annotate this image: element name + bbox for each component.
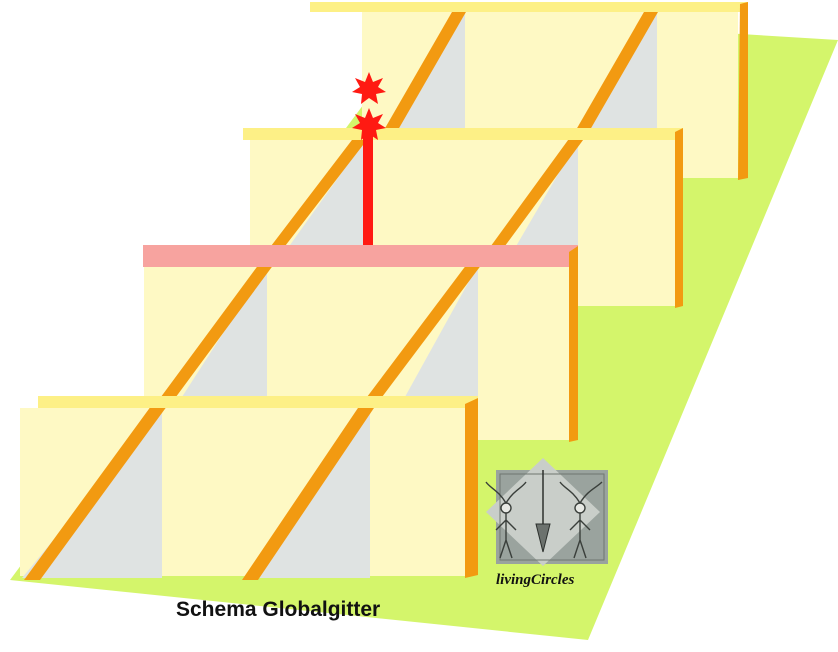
star-icon xyxy=(352,72,386,104)
wall-end-edge xyxy=(465,398,478,578)
diagonal-stripe xyxy=(24,402,170,580)
mandrake-figure-icon xyxy=(559,481,603,559)
logo-wordmark-part1: living xyxy=(496,572,532,588)
diagram-caption: Schema Globalgitter xyxy=(176,598,380,621)
pendulum-icon xyxy=(535,470,551,553)
wall-top-bar xyxy=(243,128,683,140)
wall-top-bar xyxy=(38,396,478,408)
wall-top-bar xyxy=(310,2,748,12)
logo-wordmark-part2: Circles xyxy=(531,572,574,588)
wall-top-bar-highlighted xyxy=(143,245,578,267)
mandrake-figure-icon xyxy=(485,481,527,559)
grid-row-front xyxy=(20,396,478,580)
wall-end-edge xyxy=(675,128,683,308)
disturbance-marker-group xyxy=(352,72,386,246)
diagonal-stripe xyxy=(268,136,370,250)
diagonal-stripe xyxy=(155,260,277,405)
livingcircles-logo: livingCircles xyxy=(485,458,608,588)
logo-wordmark: livingCircles xyxy=(496,572,575,588)
disturbance-line xyxy=(363,128,373,246)
wall-end-edge xyxy=(738,2,748,180)
diagonal-stripe xyxy=(488,136,586,250)
logo-inner-panel xyxy=(499,473,605,561)
diagonal-stripe xyxy=(361,260,485,405)
diagonal-stripe xyxy=(242,402,378,580)
wall-end-edge xyxy=(569,246,578,442)
star-icon xyxy=(352,108,386,140)
